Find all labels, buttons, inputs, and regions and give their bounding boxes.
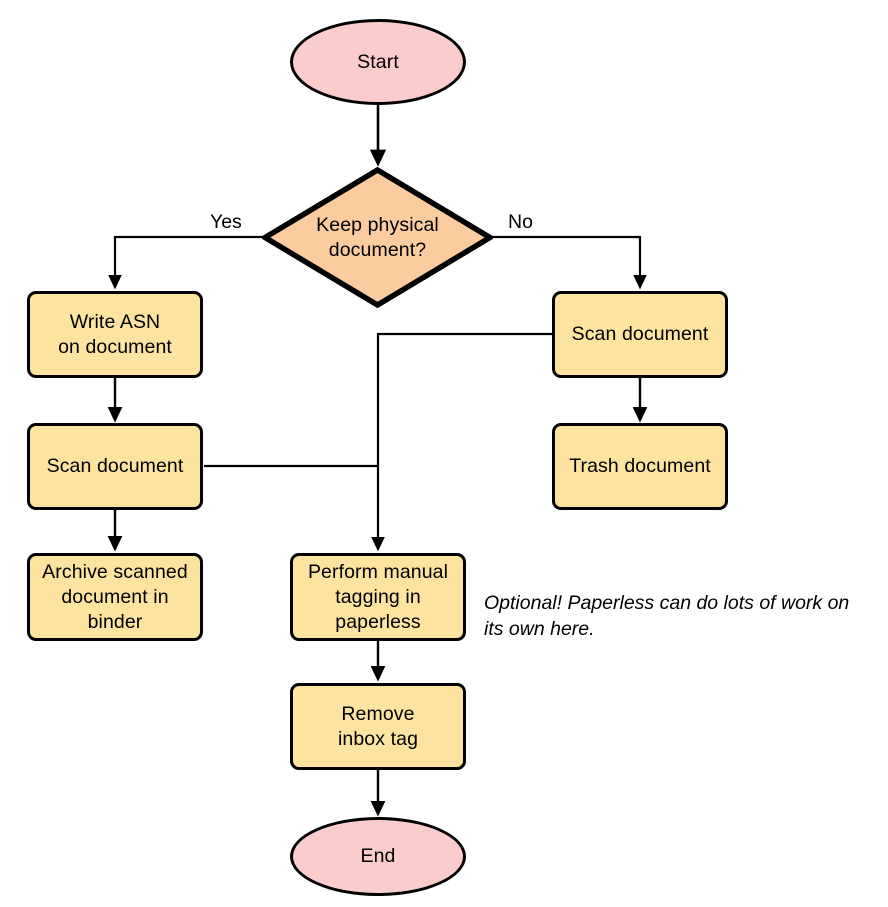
node-start[interactable]: Start	[290, 19, 466, 105]
annotation-line2: its own here.	[484, 618, 595, 640]
diamond-shape	[262, 167, 493, 308]
node-decision-label: Keep physical document?	[262, 213, 493, 263]
node-write-asn-label-line2: on document	[58, 335, 172, 358]
edge-decision-to-write-asn	[108, 235, 262, 290]
node-archive-scanned-document[interactable]: Archive scanned document in binder	[27, 553, 203, 641]
node-remove-tag-label-line1: Remove	[341, 702, 415, 725]
node-scan-document-right-label: Scan document	[571, 323, 709, 345]
edge-label-no: No	[508, 211, 533, 233]
node-end-label: End	[360, 845, 396, 867]
node-archive-label: Archive scanned document in binder	[42, 560, 188, 635]
node-tagging-label-line2: tagging in	[335, 585, 421, 608]
node-scan-document-right[interactable]: Scan document	[552, 291, 728, 378]
node-scan-document-left-label: Scan document	[46, 455, 184, 477]
node-archive-label-line1: Archive scanned	[42, 560, 188, 583]
node-scan-document-left[interactable]: Scan document	[27, 423, 203, 510]
node-tagging-label-line1: Perform manual	[307, 560, 449, 583]
node-decision-label-line2: document?	[328, 238, 427, 261]
node-write-asn-on-document[interactable]: Write ASN on document	[27, 291, 203, 378]
node-tagging-label: Perform manual tagging in paperless	[308, 560, 448, 635]
node-decision-label-line1: Keep physical	[316, 213, 439, 236]
node-archive-label-line2: document in	[61, 585, 169, 608]
node-write-asn-label-line1: Write ASN	[69, 310, 161, 333]
node-perform-manual-tagging[interactable]: Perform manual tagging in paperless	[290, 553, 466, 641]
node-trash-document-label: Trash document	[569, 455, 711, 477]
node-remove-inbox-tag[interactable]: Remove inbox tag	[290, 683, 466, 770]
node-decision-keep-physical-document[interactable]: Keep physical document?	[262, 167, 493, 308]
node-remove-tag-label: Remove inbox tag	[338, 702, 418, 752]
annotation-optional-paperless: Optional! Paperless can do lots of work …	[484, 590, 888, 642]
node-archive-label-line3: binder	[87, 610, 143, 633]
node-trash-document[interactable]: Trash document	[552, 423, 728, 510]
node-write-asn-label: Write ASN on document	[58, 310, 172, 360]
node-tagging-label-line3: paperless	[335, 610, 421, 633]
annotation-line1: Optional! Paperless can do lots of work …	[484, 592, 850, 614]
node-start-label: Start	[357, 50, 399, 73]
node-end[interactable]: End	[290, 817, 466, 896]
node-remove-tag-label-line2: inbox tag	[337, 727, 419, 750]
edge-scan-right-to-tagging	[371, 332, 552, 552]
edge-label-yes: Yes	[210, 211, 242, 233]
edge-decision-to-scan-right	[493, 235, 647, 290]
